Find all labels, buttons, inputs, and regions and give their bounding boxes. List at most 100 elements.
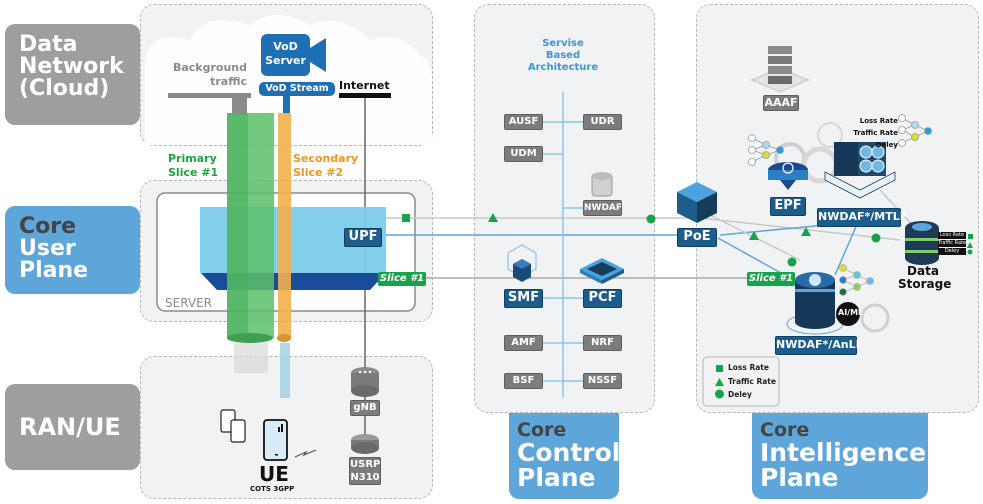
- nwdaf-server-icon: [591, 172, 613, 197]
- ausf-node[interactable]: AUSF: [504, 114, 543, 130]
- legend-square-icon: [716, 365, 723, 372]
- legend-circle-icon: [715, 389, 724, 399]
- traffic-rate-marker: [801, 227, 811, 236]
- udr-node[interactable]: UDR: [583, 114, 622, 130]
- ue-label: UE: [259, 462, 289, 486]
- text-line: Storage: [898, 277, 952, 291]
- label-line: User: [19, 236, 76, 261]
- delay-marker: [787, 257, 797, 267]
- label-line: Data: [19, 32, 78, 57]
- label-line: Intelligence: [760, 438, 927, 467]
- text-line: Primary: [168, 152, 217, 165]
- neural-net-icon: [748, 134, 784, 166]
- aaaf-server-icon: [750, 46, 810, 93]
- ai-ml-label: AI/ML: [838, 308, 864, 317]
- nwdaf-mtlf-node[interactable]: NWDAF*/MTLF: [817, 208, 907, 227]
- udm-node[interactable]: UDM: [504, 146, 543, 162]
- ue-sublabel: COTS 3GPP: [250, 485, 295, 493]
- label-core: Core: [760, 419, 810, 441]
- ai-ml-badge: [836, 302, 860, 326]
- pcf-node[interactable]: PCF: [583, 289, 622, 308]
- label-line: Plane: [760, 463, 839, 492]
- core-user-plane-label: Core User Plane: [5, 206, 140, 294]
- internet-bar: [339, 93, 391, 98]
- text-line: N310: [350, 472, 380, 483]
- gnb-node[interactable]: gNB: [350, 400, 380, 416]
- neural-net-icon: [898, 114, 932, 147]
- delay-marker: [871, 233, 881, 243]
- slice-tag: Slice #1: [378, 272, 426, 286]
- control-plane-panel: [474, 4, 655, 174]
- data-storage-label: Data Storage: [898, 264, 952, 291]
- smf-node[interactable]: SMF: [504, 289, 543, 308]
- internet-label: Internet: [339, 79, 390, 92]
- label-line: RAN/UE: [19, 413, 121, 441]
- nwdaf-node[interactable]: NWDAF: [583, 200, 622, 216]
- background-traffic-bar: [168, 93, 251, 98]
- upf-node[interactable]: UPF: [344, 228, 382, 247]
- text-line: traffic: [210, 75, 247, 88]
- mtlf-input-list: Loss Rate Traffic Rate Deley: [848, 115, 898, 151]
- poe-node[interactable]: PoE: [677, 228, 717, 247]
- smf-icon: [507, 244, 537, 282]
- ue-phone-icon: [263, 419, 288, 461]
- sba-title: Servise Based Architecture: [513, 38, 613, 74]
- delay-marker: [646, 214, 656, 224]
- text-line: VoD: [273, 40, 298, 53]
- ran-ue-label: RAN/UE: [5, 384, 140, 470]
- storage-metric-delay: Deley: [938, 248, 966, 255]
- vod-server-icon: [261, 34, 310, 76]
- text-line: Slice #1: [168, 166, 219, 179]
- text-line: Server: [265, 54, 306, 67]
- aaaf-node[interactable]: AAAF: [763, 95, 799, 111]
- label-line: (Cloud): [19, 76, 110, 101]
- mtlf-server-icon: [824, 142, 896, 199]
- poe-icon: [677, 182, 717, 223]
- mtlf-input-loss-rate: Loss Rate: [859, 117, 898, 125]
- label-core: Core: [19, 214, 77, 239]
- secondary-slice-label: Secondary Slice #2: [293, 152, 358, 180]
- text-line: Background: [172, 61, 247, 74]
- server-label: SERVER: [165, 296, 213, 310]
- nwdaf-anlf-node[interactable]: NWDAF*/AnLF: [775, 336, 863, 355]
- text-line: Based: [545, 50, 581, 61]
- legend-loss-rate: Loss Rate: [728, 363, 769, 372]
- bsf-node[interactable]: BSF: [504, 373, 543, 389]
- text-line: Secondary: [293, 152, 359, 165]
- background-traffic-stem: [232, 97, 247, 115]
- usrp-node[interactable]: USRP N310: [349, 457, 381, 485]
- anlf-server-icon: [786, 272, 844, 335]
- text-line: USRP: [350, 459, 381, 470]
- legend-delay: Deley: [728, 390, 752, 399]
- storage-metric-traffic-rate: Traffic Rate: [938, 240, 966, 247]
- vod-stream-tag: VoD Stream: [259, 82, 335, 96]
- storage-metrics: Loss Rate Traffic Rate Deley: [938, 232, 966, 255]
- nssf-node[interactable]: NSSF: [583, 373, 622, 389]
- label-line: Control: [517, 438, 621, 467]
- background-traffic-label: Background traffic: [167, 61, 247, 89]
- core-intelligence-plane-label: Core Intelligence Plane: [752, 413, 928, 499]
- amf-node[interactable]: AMF: [504, 335, 543, 351]
- label-core: Core: [517, 419, 567, 441]
- signal-icon: [817, 122, 843, 148]
- nrf-node[interactable]: NRF: [583, 335, 622, 351]
- vod-stream-stem: [283, 96, 290, 114]
- neural-net-icon: [839, 264, 874, 296]
- slice-tag-intelligence: Slice #1: [747, 272, 795, 286]
- gnb-icon: [351, 367, 379, 397]
- legend-traffic-rate: Traffic Rate: [728, 377, 776, 386]
- text-line: Data: [907, 264, 939, 278]
- traffic-rate-marker: [488, 213, 498, 222]
- traffic-rate-marker: [749, 231, 759, 240]
- mtlf-input-delay: Deley: [875, 141, 898, 149]
- vod-server-label: VoD Server: [261, 40, 310, 68]
- text-line: Servise: [542, 38, 584, 49]
- secondary-slice-pipe: [278, 113, 291, 338]
- epf-icon: [768, 162, 808, 190]
- epf-node[interactable]: EPF: [770, 197, 806, 216]
- label-line: Plane: [517, 463, 596, 492]
- core-control-plane-label: Core Control Plane: [509, 413, 621, 499]
- text-line: Architecture: [527, 62, 599, 73]
